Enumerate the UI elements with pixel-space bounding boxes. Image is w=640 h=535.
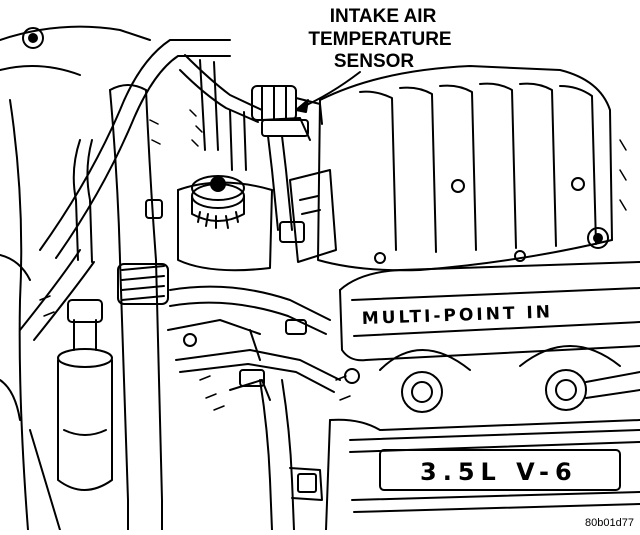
callout-line-2: TEMPERATURE	[308, 29, 451, 50]
heater-hoses	[19, 39, 231, 341]
engine-cover	[325, 418, 640, 531]
callout-label: INTAKE AIR TEMPERATURE SENSOR	[308, 6, 451, 72]
vacuum-canister	[57, 299, 113, 491]
hose-fittings	[145, 199, 360, 387]
lower-intake-manifold	[339, 261, 640, 413]
callout-line-1: INTAKE AIR	[330, 6, 437, 27]
left-fender	[0, 25, 151, 531]
intake-air-temperature-sensor	[251, 85, 323, 231]
upper-intake-plenum	[317, 65, 613, 272]
wiring-harness	[167, 285, 341, 401]
brake-master-cylinder	[177, 175, 273, 272]
throttle-body	[279, 169, 337, 263]
engine-badge: 3.5L V-6	[420, 458, 578, 486]
vacuum-lines	[179, 54, 311, 171]
pcv-hose	[259, 379, 323, 531]
callout-line-3: SENSOR	[334, 51, 415, 72]
main-coolant-hose	[109, 84, 169, 531]
figure-id: 80b01d77	[585, 517, 634, 529]
shading	[39, 109, 627, 411]
callout-leader	[295, 71, 361, 113]
manifold-emblem: MULTI-POINT IN	[361, 302, 553, 329]
fender-bolt	[22, 27, 44, 49]
